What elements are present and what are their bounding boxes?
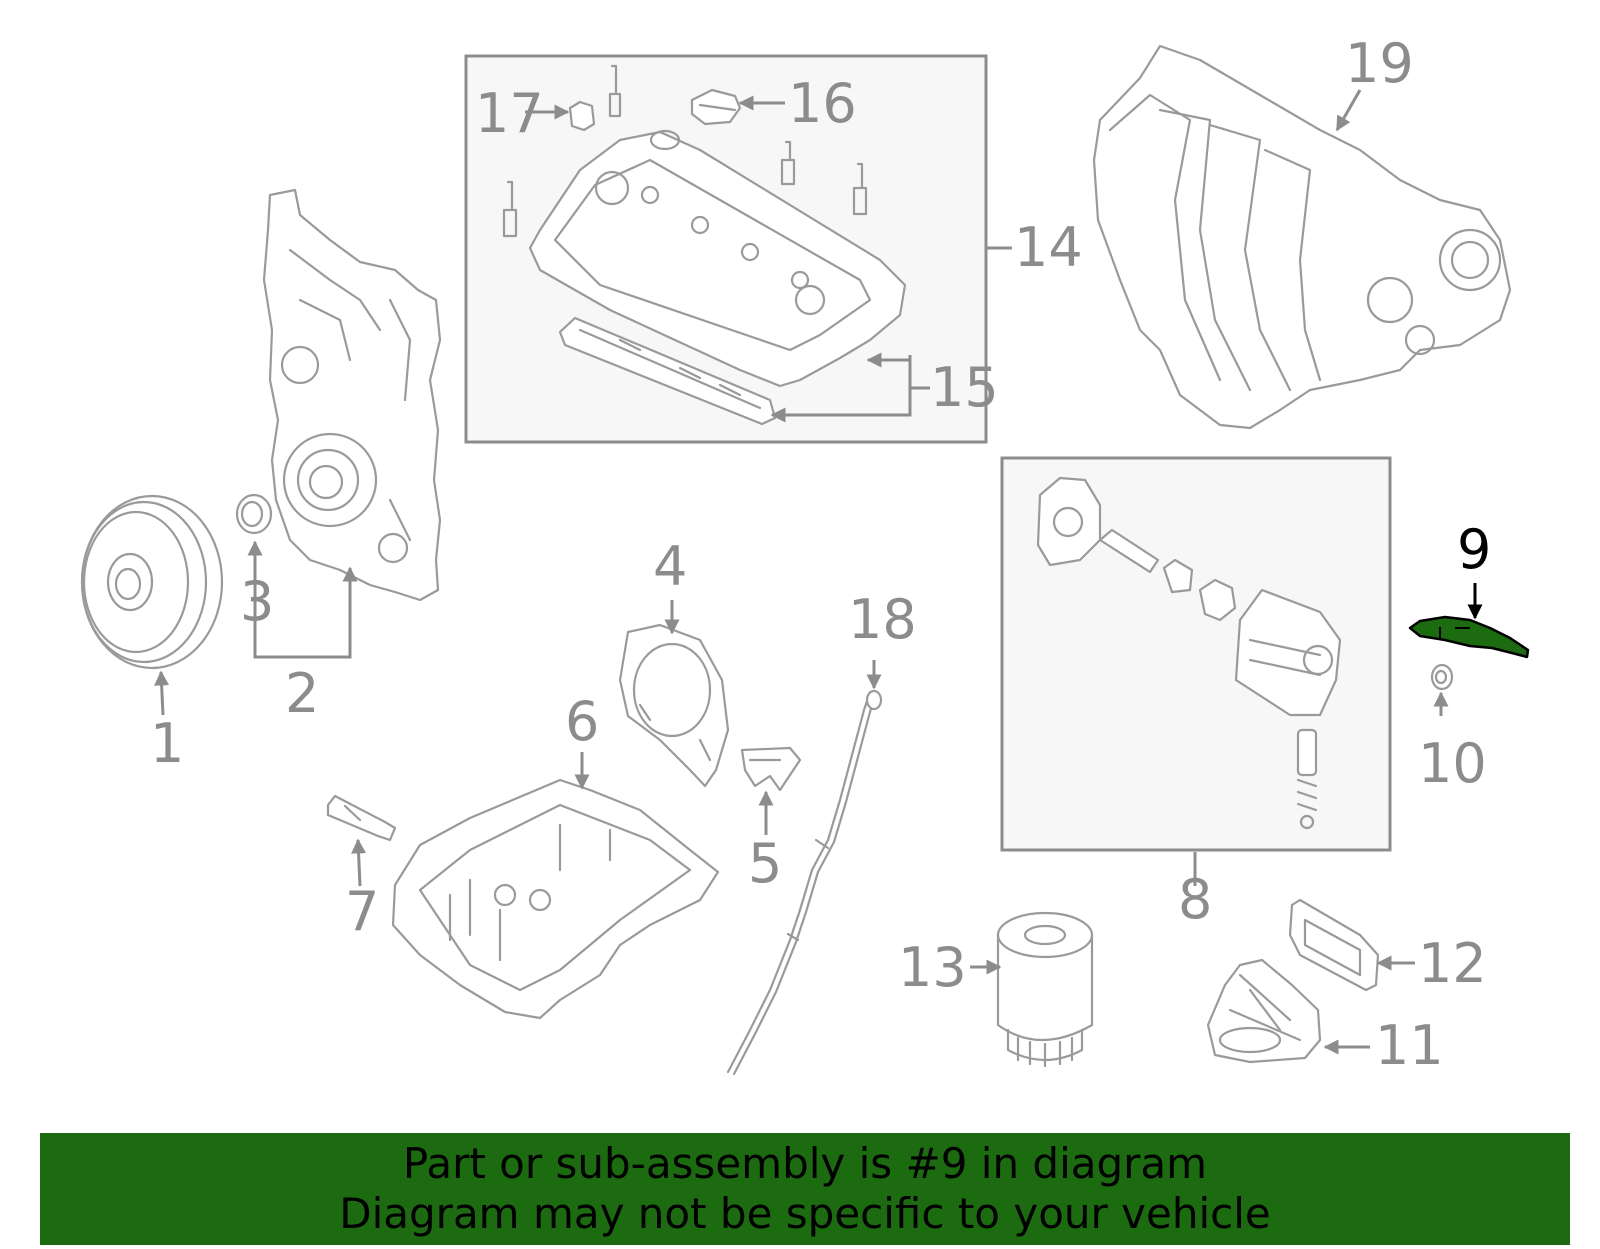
callout-2: 2: [285, 662, 319, 725]
callout-labels: 1 2 3 4 5 6 7 8 9 10 11 12 13 14 15 16 1…: [150, 32, 1491, 1077]
part-13-oil-filter[interactable]: [996, 911, 1094, 1068]
part-15-valve-cover-gasket[interactable]: [558, 316, 777, 426]
part-19-intake-manifold[interactable]: [1092, 44, 1512, 430]
callout-7: 7: [345, 880, 379, 943]
part-6-oil-pan[interactable]: [391, 778, 720, 1020]
banner-line-1: Part or sub-assembly is #9 in diagram: [402, 1139, 1208, 1188]
part-9-shape: [1408, 615, 1530, 659]
leader-1: [154, 670, 170, 716]
banner-line-2: Diagram may not be specific to your vehi…: [339, 1189, 1271, 1238]
part-5-baffle[interactable]: [740, 746, 802, 792]
callout-10: 10: [1418, 732, 1487, 795]
callout-9: 9: [1457, 518, 1491, 581]
part-17-grommet[interactable]: [568, 100, 596, 132]
callout-16: 16: [788, 72, 857, 135]
callout-18: 18: [848, 588, 917, 651]
callout-6: 6: [565, 690, 599, 753]
leader-19: [1335, 89, 1362, 132]
callout-13: 13: [898, 936, 967, 999]
callout-8: 8: [1178, 868, 1212, 931]
callout-14: 14: [1014, 216, 1083, 279]
part-2-timing-cover[interactable]: [262, 188, 442, 602]
part-11-filter-adapter[interactable]: [1206, 958, 1322, 1064]
leader-lines: [154, 89, 1483, 1055]
leader-2-3-bracket: [253, 566, 358, 659]
part-18-dipstick[interactable]: [726, 689, 883, 1076]
callout-11: 11: [1375, 1014, 1444, 1077]
leader-7: [351, 838, 367, 887]
callout-1: 1: [150, 712, 184, 775]
part-3-front-seal[interactable]: [235, 493, 273, 535]
part-7-drain-plug[interactable]: [326, 794, 397, 842]
part-10-washer[interactable]: [1430, 663, 1454, 691]
callout-12: 12: [1418, 932, 1487, 995]
info-banner: Part or sub-assembly is #9 in diagram Di…: [40, 1133, 1570, 1245]
part-1-crankshaft-pulley[interactable]: [80, 494, 224, 670]
callout-5: 5: [748, 832, 782, 895]
part-14-valve-cover[interactable]: [528, 129, 907, 388]
callout-4: 4: [653, 535, 687, 598]
part-9-oil-pipe[interactable]: [1408, 615, 1530, 659]
callout-17: 17: [475, 82, 544, 145]
callout-15: 15: [930, 356, 999, 419]
part-12-gasket[interactable]: [1288, 898, 1380, 992]
part-8-oil-pump-assembly[interactable]: [1036, 476, 1342, 830]
part-16-oil-cap[interactable]: [690, 88, 742, 126]
part-4-rear-seal-cover[interactable]: [618, 623, 730, 788]
leader-15-bracket: [770, 355, 912, 423]
valve-cover-bolts: [502, 64, 868, 238]
callout-19: 19: [1345, 32, 1414, 95]
callout-3: 3: [240, 570, 274, 633]
